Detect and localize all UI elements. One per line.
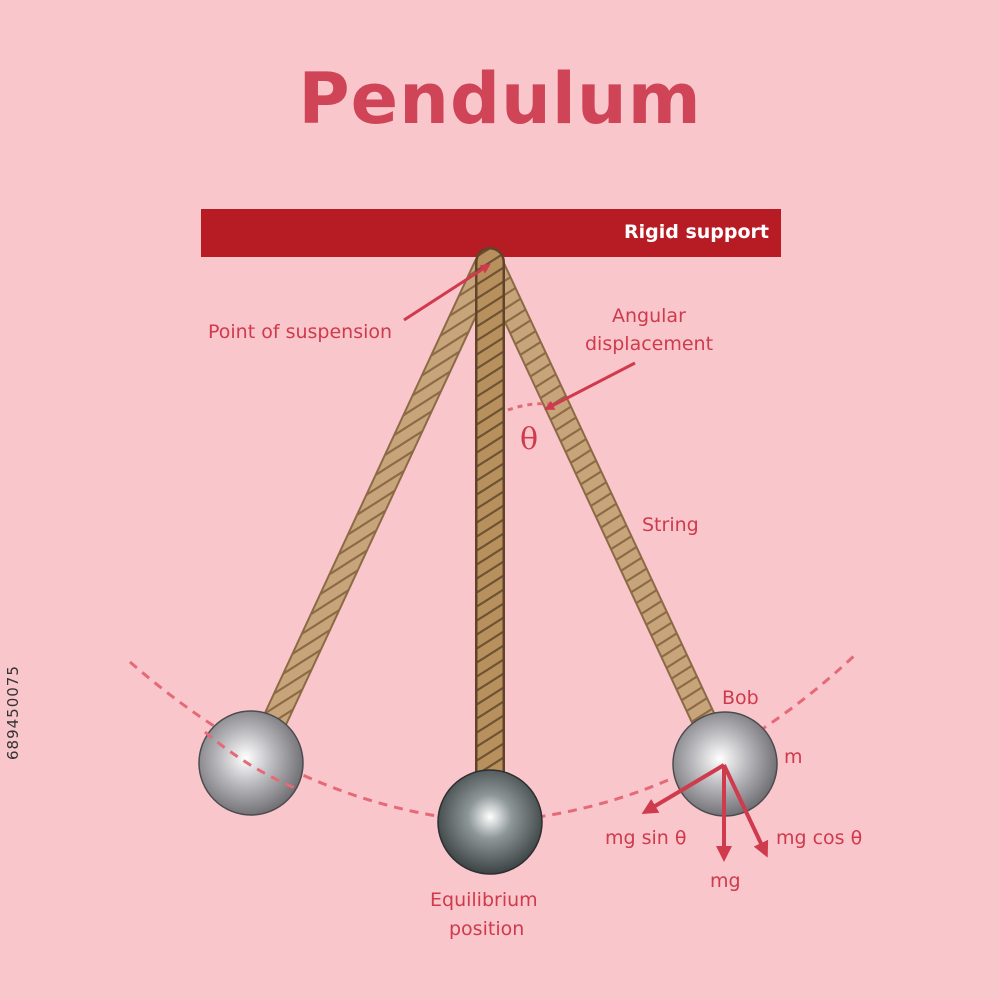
bob-label: Bob — [722, 687, 759, 709]
string-label: String — [642, 514, 699, 536]
equilibrium-bob — [437, 769, 543, 875]
angular-pointer-arrow — [544, 361, 636, 411]
right-string — [479, 253, 718, 735]
mg-cos-arrow — [722, 764, 769, 858]
mg-sin-arrow — [641, 763, 726, 815]
force-vectors — [641, 763, 769, 862]
left-string — [261, 253, 499, 735]
point-of-suspension-label: Point of suspension — [208, 321, 393, 343]
theta-symbol: θ — [520, 422, 539, 457]
watermark-id: 689450075 — [4, 665, 22, 760]
mg-cos-label: mg cos θ — [776, 827, 863, 849]
angular-label-line2: displacement — [585, 333, 714, 355]
page-title: Pendulum — [298, 58, 702, 140]
swing-arc-front — [204, 730, 301, 792]
mg-label: mg — [710, 870, 741, 892]
mg-sin-label: mg sin θ — [605, 827, 687, 849]
left-bob — [198, 710, 304, 816]
angular-label-line1: Angular — [612, 305, 686, 327]
suspension-pointer-arrow — [403, 263, 491, 322]
equilibrium-label-line2: position — [449, 918, 525, 940]
rigid-support-label: Rigid support — [624, 221, 770, 243]
mass-label: m — [784, 746, 803, 768]
equilibrium-label-line1: Equilibrium — [430, 889, 538, 911]
